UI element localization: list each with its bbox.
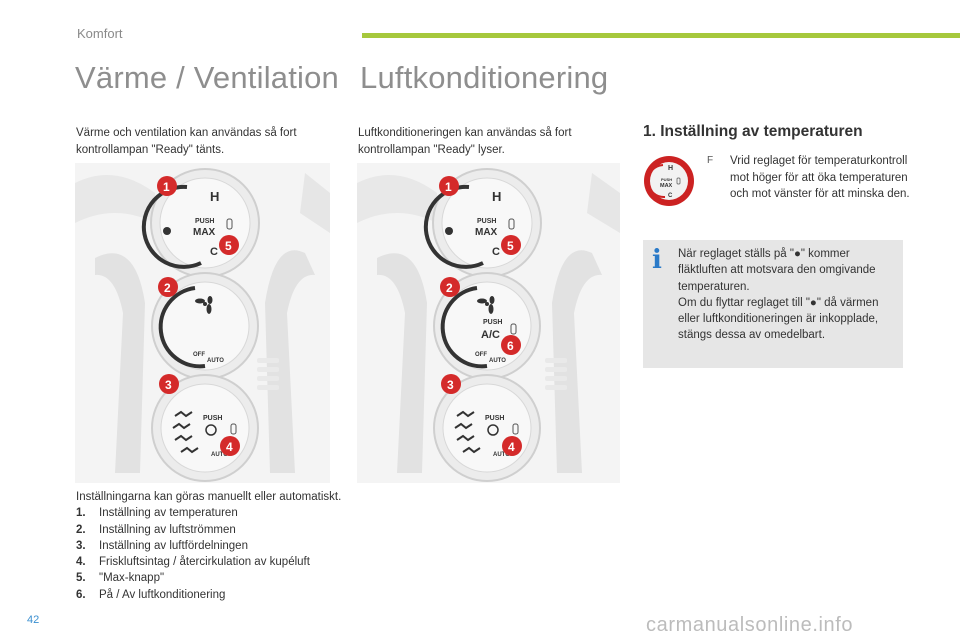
push-label-2r: PUSH [483,319,502,326]
badge-6 [501,335,521,355]
title-heating: Värme / Ventilation [75,60,340,95]
list-item: 6.På / Av luftkonditionering [76,588,226,601]
temperature-heading: 1. Inställning av temperaturen [643,123,863,140]
cold-label: C [210,246,218,258]
badge-1-r [439,176,459,196]
section-label: Komfort [77,26,123,41]
push-label-r: PUSH [477,218,496,225]
temperature-instruction: Vrid reglaget för temperaturkontroll mot… [730,155,910,200]
auto-label: AUTO [207,358,224,364]
ac-control-panel-illustration: H PUSH MAX C 1 5 PUSH A/C OFF AUTO 2 6 P… [357,163,620,483]
info-paragraph-2: Om du flyttar reglaget till "●" då värme… [678,296,879,342]
ac-label: A/C [481,329,500,341]
info-icon: i [652,245,662,275]
svg-text:2: 2 [446,281,453,295]
intro-ac: Luftkonditioneringen kan användas så for… [358,127,572,156]
hot-label-r: H [492,189,501,204]
badge-5 [219,235,239,255]
off-label-r: OFF [475,352,487,358]
svg-text:H: H [668,165,673,172]
svg-text:PUSH: PUSH [661,177,672,182]
badge-4-r [502,436,522,456]
svg-text:6: 6 [507,339,514,353]
push-label-3: PUSH [203,415,222,422]
list-intro: Inställningarna kan göras manuellt eller… [76,491,342,503]
heating-control-panel-illustration: H PUSH MAX C 1 5 OFF AUTO 2 PUSH AUTO 3 … [75,163,330,483]
svg-text:4: 4 [226,440,233,454]
push-label: PUSH [195,218,214,225]
off-label: OFF [193,352,205,358]
badge-4 [220,436,240,456]
auto-label-3r: AUTO [493,452,510,458]
max-label: MAX [193,227,216,238]
badge-2 [158,277,178,297]
list-item: 5."Max-knapp" [76,572,165,585]
badge-5-r [501,235,521,255]
svg-text:C: C [668,193,673,199]
svg-text:5: 5 [507,239,514,253]
info-paragraph-1: När reglaget ställs på "●" kommer fläktl… [678,248,876,293]
svg-text:4: 4 [508,440,515,454]
svg-text:2: 2 [164,281,171,295]
page-number: 42 [27,614,40,626]
header-accent-bar [362,33,960,38]
badge-2-r [440,277,460,297]
watermark: carmanualsonline.info [646,614,854,636]
svg-text:3: 3 [165,378,172,392]
badge-3-r [441,374,461,394]
bullet-marker: F [707,155,714,166]
list-item: 2.Inställning av luftströmmen [76,523,236,536]
svg-text:1: 1 [163,180,170,194]
auto-label-r: AUTO [489,358,506,364]
hot-label: H [210,189,219,204]
svg-text:5: 5 [225,239,232,253]
max-label-r: MAX [475,227,498,238]
push-label-3r: PUSH [485,415,504,422]
list-item: 1.Inställning av temperaturen [76,507,238,520]
badge-1 [157,176,177,196]
intro-heating: Värme och ventilation kan användas så fo… [76,127,297,156]
svg-text:3: 3 [447,378,454,392]
svg-text:1: 1 [445,180,452,194]
info-box [643,240,903,368]
auto-label-3: AUTO [211,452,228,458]
cold-label-r: C [492,246,500,258]
title-ac: Luftkonditionering [360,60,609,95]
settings-list: Inställningarna kan göras manuellt eller… [76,489,406,603]
list-item: 3.Inställning av luftfördelningen [76,539,248,552]
svg-text:MAX: MAX [660,183,673,189]
info-text: När reglaget ställs på "●" kommer fläktl… [678,246,898,344]
list-item: 4.Friskluftsintag / återcirkulation av k… [76,556,310,569]
temperature-dial-icon: H PUSH MAX C [644,156,694,206]
badge-3 [159,374,179,394]
